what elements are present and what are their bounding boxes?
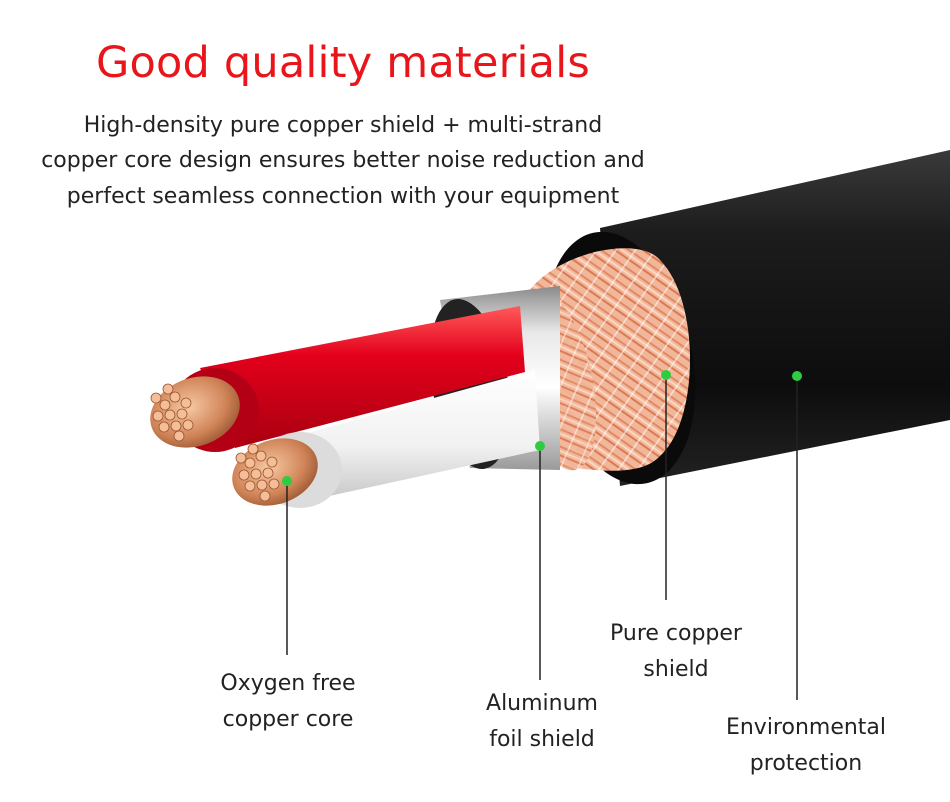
white-insulation [282, 370, 540, 498]
callout-environmental-protection: Environmental protection [712, 710, 900, 782]
pointer-dot-foil [535, 441, 545, 451]
callout-copper-core: Oxygen free copper core [204, 666, 372, 738]
callout-copper-core-line2: copper core [222, 707, 354, 732]
callout-copper-shield: Pure copper shield [592, 616, 760, 688]
callout-foil-shield: Aluminum foil shield [466, 686, 618, 758]
callout-copper-shield-line2: shield [643, 657, 709, 682]
pointer-dot-braid [661, 370, 671, 380]
callout-foil-shield-line2: foil shield [489, 727, 595, 752]
white-strand-ends [235, 443, 280, 502]
pointer-dot-jacket [792, 371, 802, 381]
callout-copper-shield-line1: Pure copper [610, 621, 742, 646]
pointer-dot-copper-core [282, 476, 292, 486]
description-line-2: copper core design ensures better noise … [41, 148, 645, 173]
pointer-lines [286, 375, 798, 700]
description-line-3: perfect seamless connection with your eq… [66, 184, 620, 209]
page-title: Good quality materials [96, 38, 590, 88]
callout-copper-core-line1: Oxygen free [220, 671, 356, 696]
callout-environmental-protection-line1: Environmental [725, 715, 887, 740]
description-line-1: High-density pure copper shield + multi-… [83, 113, 603, 138]
pointer-dots [282, 370, 802, 486]
callout-environmental-protection-line2: protection [749, 751, 863, 776]
red-insulation [200, 306, 525, 448]
callout-foil-shield-line1: Aluminum [486, 691, 598, 716]
red-strand-ends [150, 383, 194, 442]
